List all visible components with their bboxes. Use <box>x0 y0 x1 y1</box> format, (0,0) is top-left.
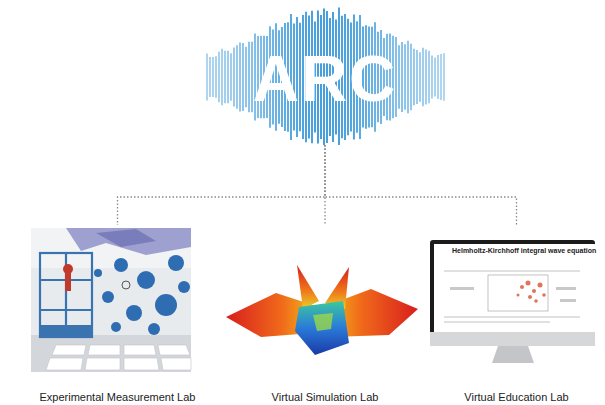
screen-text: Helmholtz-Kirchhoff integral wave equati… <box>452 247 600 255</box>
tree-connector <box>325 145 517 225</box>
tree-connector <box>118 145 326 225</box>
node-caption: Virtual Simulation Lab <box>221 391 429 403</box>
logo-text: ARC <box>253 47 398 111</box>
lab-node: Virtual Simulation Lab <box>221 225 429 405</box>
node-caption: Virtual Education Lab <box>430 391 603 403</box>
lab-photo <box>26 225 201 405</box>
node-caption: Experimental Measurement Lab <box>26 391 209 403</box>
simulation-plot <box>221 225 421 405</box>
lab-node: Experimental Measurement Lab <box>26 225 209 405</box>
logo-node: ARC <box>205 5 445 145</box>
